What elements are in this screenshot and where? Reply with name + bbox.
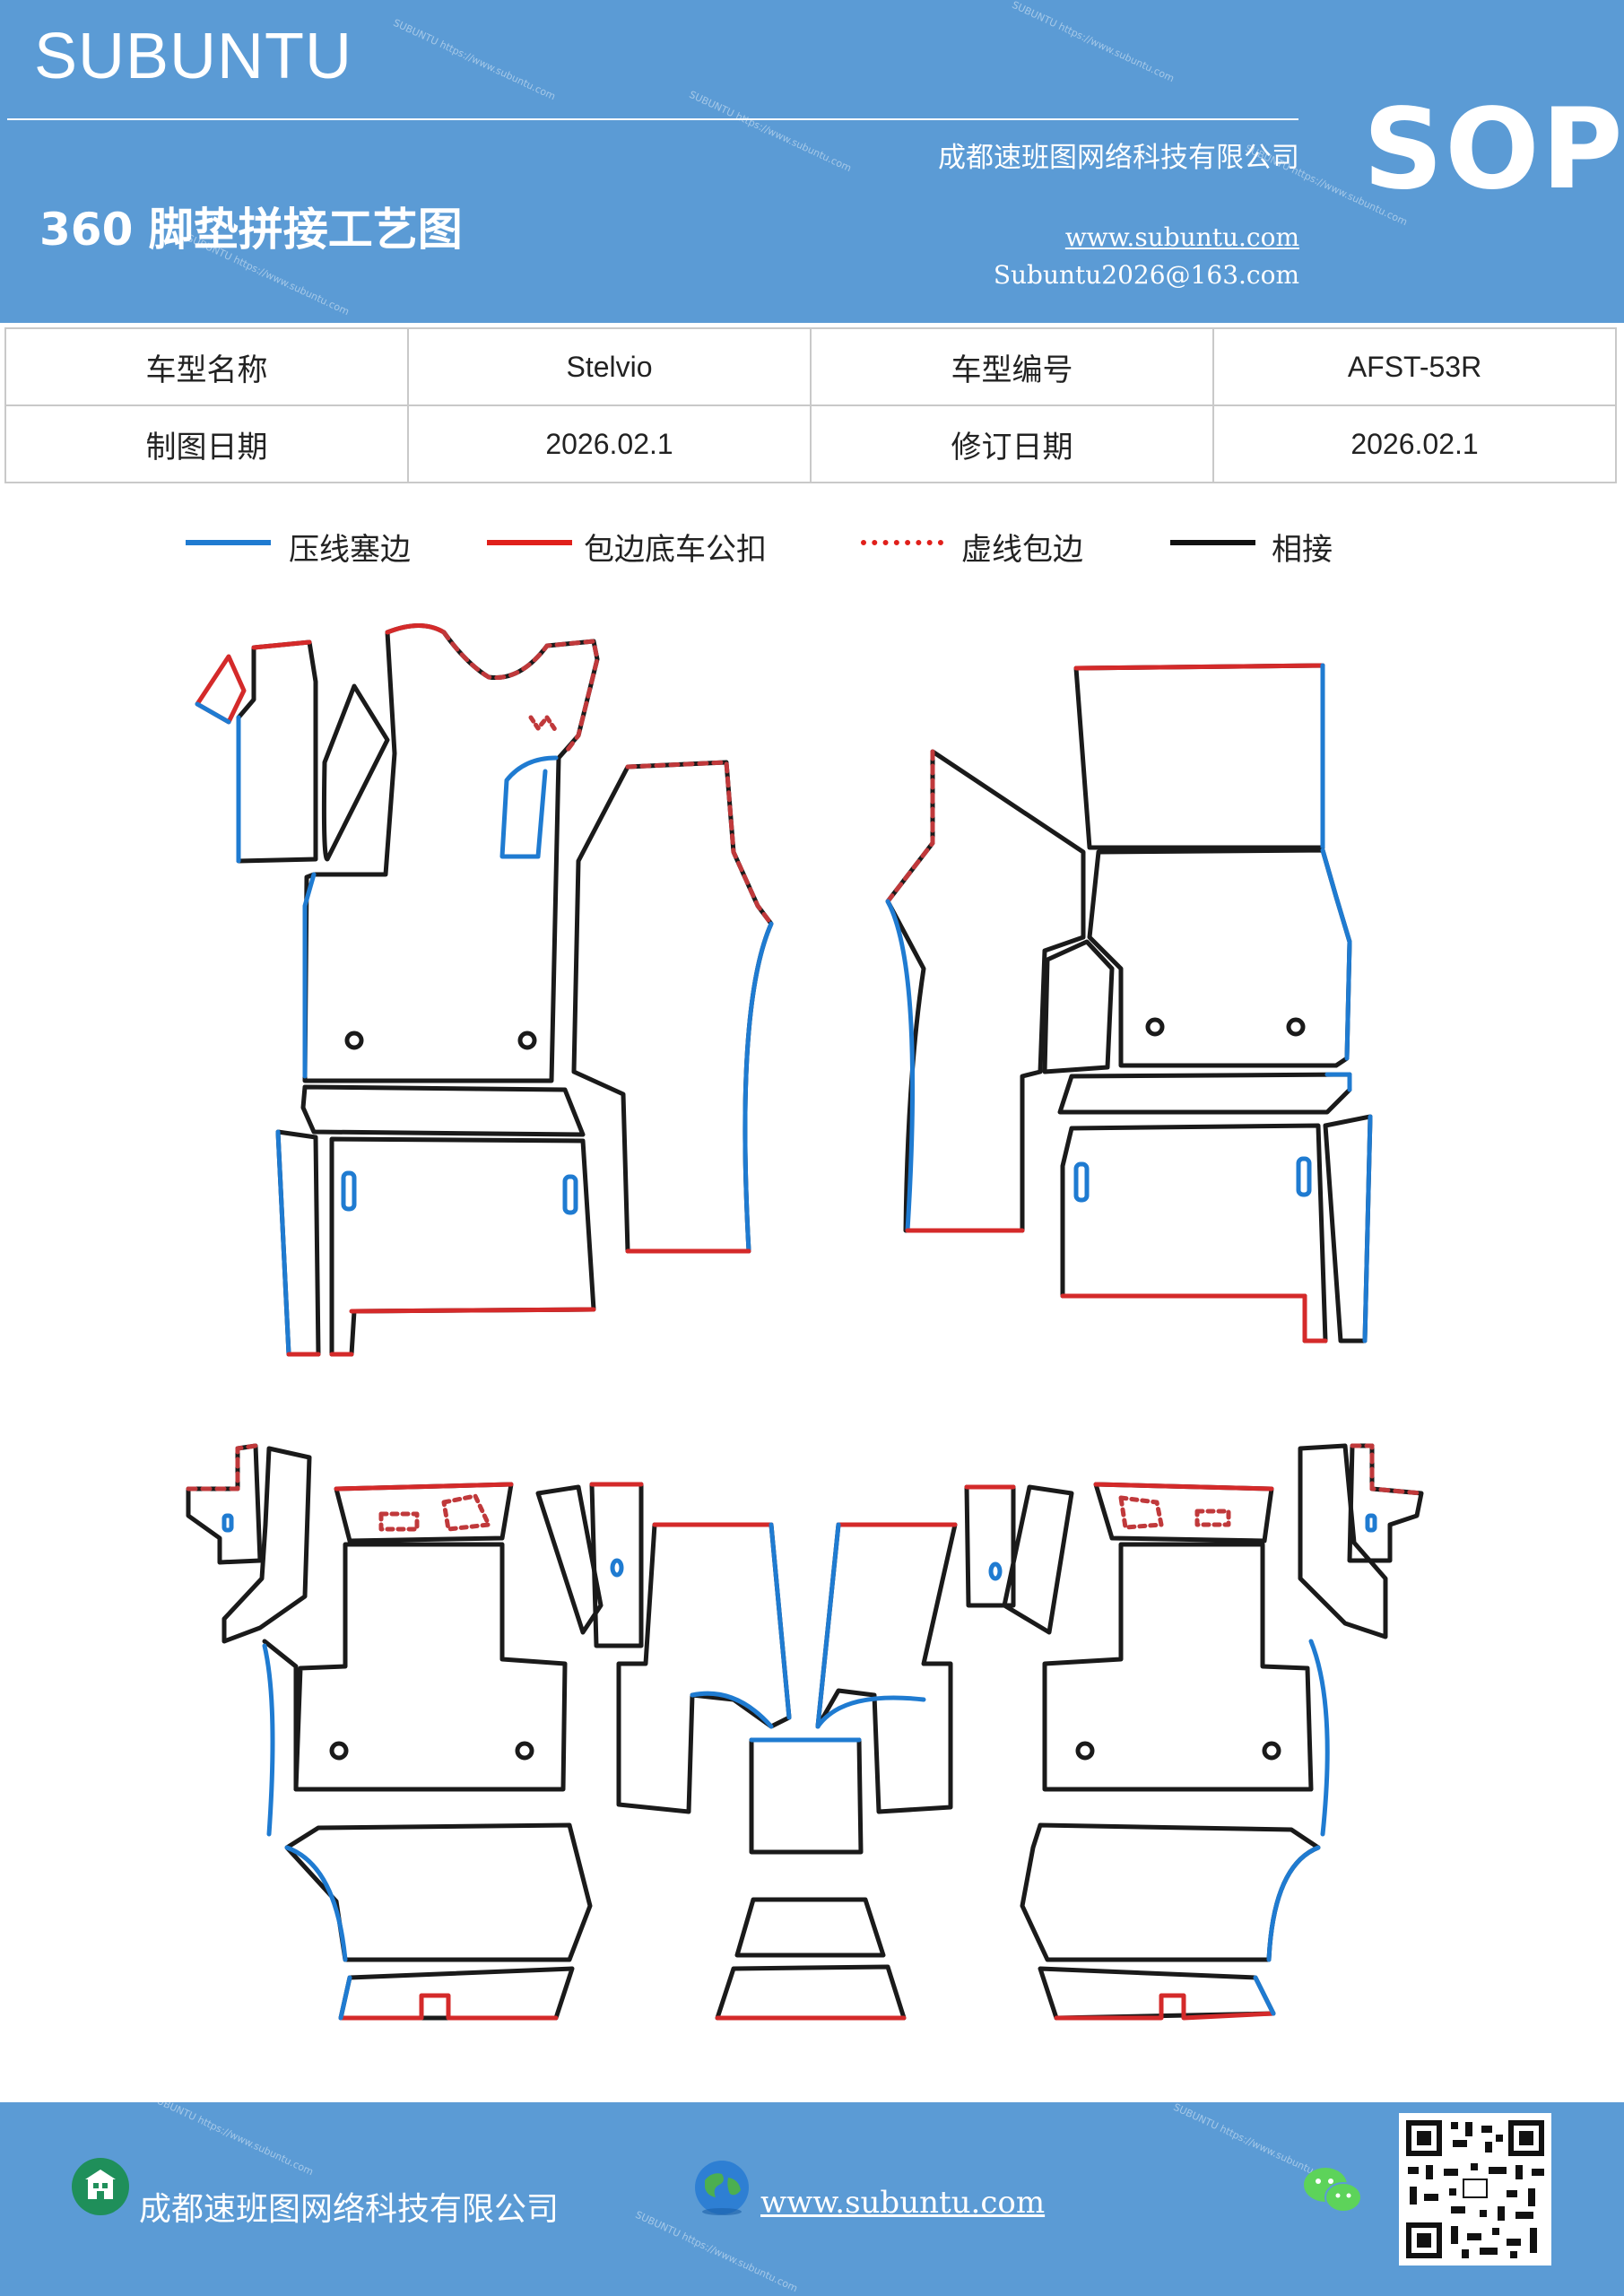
mat-piece [300, 1084, 586, 1137]
legend-swatch [487, 540, 572, 545]
draw-date-value: 2026.02.1 [407, 404, 812, 483]
watermark: SUBUNTU https://www.subuntu.com [633, 2208, 800, 2295]
vehicle-info-table: 车型名称 Stelvio 车型编号 AFST-53R 制图日期 2026.02.… [4, 327, 1617, 483]
draw-date-label: 制图日期 [4, 404, 409, 483]
email-link[interactable]: Subuntu2026@163.com [993, 260, 1299, 290]
lower-right-piece-group [815, 1443, 1424, 2021]
table-row: 制图日期 2026.02.1 修订日期 2026.02.1 [4, 404, 1617, 483]
legend-swatch [1170, 540, 1255, 545]
mat-piece [535, 1484, 604, 1635]
mat-piece [1020, 1822, 1321, 1962]
globe-icon [695, 2161, 749, 2215]
mat-piece [1073, 663, 1325, 850]
legend: 压线塞边 包边底车公扣 虚线包边 相接 [0, 525, 1624, 578]
footer-website-link[interactable]: www.subuntu.com [760, 2185, 1046, 2221]
qr-code[interactable] [1399, 2113, 1551, 2266]
lower-left-piece-group [186, 1443, 792, 2021]
mat-piece [1042, 939, 1115, 1074]
mat-piece [321, 683, 390, 862]
mat-piece [338, 1966, 575, 2021]
mat-piece [284, 1822, 593, 1962]
mat-piece [1298, 1443, 1388, 1639]
legend-label: 包边底车公扣 [584, 532, 767, 568]
mat-piece [1002, 1484, 1074, 1635]
mat-piece [236, 639, 318, 864]
wechat-icon [1304, 2168, 1362, 2213]
legend-swatch [186, 540, 271, 545]
footer-company-name: 成都速班图网络科技有限公司 [139, 2191, 560, 2228]
model-code-value: AFST-53R [1212, 327, 1617, 406]
watermark: SUBUNTU https://www.subuntu.com [149, 2102, 316, 2179]
mat-piece [815, 1522, 958, 1814]
mat-piece [571, 760, 774, 1254]
brand-logo-text: SUBUNTU [34, 21, 353, 92]
lower-center-piece-group [715, 1737, 907, 2021]
model-name-value: Stelvio [407, 327, 812, 406]
revision-date-value: 2026.02.1 [1212, 404, 1617, 483]
mat-piece [1347, 1443, 1424, 1563]
model-code-label: 车型编号 [810, 327, 1214, 406]
website-link[interactable]: www.subuntu.com [1064, 222, 1299, 252]
legend-label: 压线塞边 [289, 532, 411, 568]
header-band: SUBUNTU https://www.subuntu.com SUBUNTU … [0, 0, 1624, 323]
mat-piece [734, 1897, 886, 1958]
mat-piece [1087, 848, 1352, 1068]
mat-piece [616, 1522, 792, 1814]
footer-band: SUBUNTU https://www.subuntu.com SUBUNTU … [0, 2102, 1624, 2296]
mat-piece [1057, 1072, 1352, 1115]
legend-label: 虚线包边 [961, 532, 1083, 568]
header-divider [7, 118, 1298, 120]
upper-right-piece-group [885, 663, 1373, 1344]
mat-piece [1038, 1966, 1276, 2021]
mat-piece [334, 1482, 514, 1544]
mat-piece [293, 1542, 568, 1792]
legend-label: 相接 [1272, 532, 1333, 568]
sop-badge: SOP [1363, 85, 1624, 214]
mat-piece [221, 1446, 312, 1644]
upper-left-piece-group [195, 623, 774, 1357]
mat-piece [186, 1443, 263, 1565]
model-name-label: 车型名称 [4, 327, 409, 406]
mat-piece [715, 1964, 907, 2021]
page-title: 360 脚垫拼接工艺图 [39, 204, 463, 256]
revision-date-label: 修订日期 [810, 404, 1214, 483]
mat-piece [329, 1136, 596, 1357]
building-icon [72, 2158, 129, 2215]
mat-piece [1042, 1542, 1314, 1792]
mat-piece [885, 749, 1086, 1233]
company-name: 成都速班图网络科技有限公司 [938, 142, 1299, 174]
mat-piece [749, 1737, 864, 1855]
table-row: 车型名称 Stelvio 车型编号 AFST-53R [4, 327, 1617, 406]
mat-piece [589, 1482, 644, 1648]
mat-piece [302, 623, 600, 1083]
mat-piece [195, 654, 247, 725]
mat-piece [499, 755, 559, 859]
legend-swatch [861, 540, 943, 545]
mat-piece [1060, 1123, 1328, 1344]
